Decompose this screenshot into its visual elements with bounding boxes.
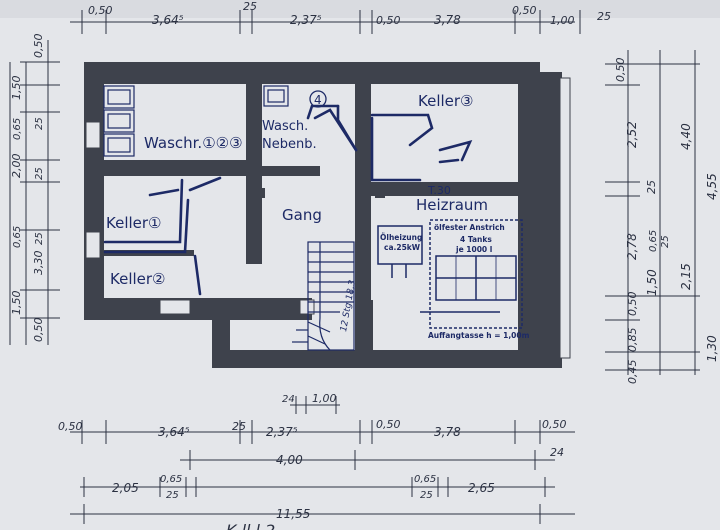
label-keller-3: Keller③ [418, 92, 474, 110]
dim-top-7: 1,00 [550, 14, 575, 27]
dim-top-8: 25 [597, 10, 611, 23]
dim-top-5: 3,78 [434, 13, 461, 27]
label-oelheizung-1: Ölheizung [380, 233, 422, 242]
staircase [292, 241, 355, 351]
wash-tubs [103, 85, 289, 157]
label-gang: Gang [282, 206, 322, 224]
label-oelheizung-2: ca.25kW [384, 243, 421, 252]
dim-bottom4-2: 25 [166, 490, 179, 501]
dim-right-10: 0,50 [626, 292, 639, 317]
dim-top-0: 0,50 [88, 4, 113, 17]
dim-top-4: 0,50 [376, 14, 401, 27]
dim-bottom4-4: 25 [420, 490, 433, 501]
dim-bottom5-0: 11,55 [276, 507, 310, 521]
label-tanks-1: 4 Tanks [460, 235, 492, 244]
dim-bottom4-5: 2,65 [468, 481, 495, 495]
dim-bottom1-0: 24 [282, 394, 295, 405]
footer-partial-title: K ll l 2 [226, 521, 275, 530]
dim-top-1: 3,64⁵ [152, 13, 184, 27]
dim-bottom2-0: 0,50 [58, 420, 83, 433]
label-wasch-neben-1: Wasch. [262, 119, 308, 134]
dim-left-1: 1,50 [10, 76, 23, 101]
dim-right-7: 25 [660, 235, 671, 248]
dim-top-2: 25 [243, 0, 257, 13]
dim-right-1: 2,52 [625, 121, 639, 148]
dim-bottom2-5: 3,78 [434, 425, 461, 439]
label-wasch-neben-2: Nebenb. [262, 137, 317, 152]
label-keller-1: Keller① [106, 214, 162, 232]
dim-left-4: 2,00 [10, 154, 23, 179]
bottom-dimension-chains [70, 396, 575, 524]
label-waschraum: Waschr.①②③ [144, 134, 243, 152]
dim-top-6: 0,50 [512, 4, 537, 17]
dim-right-3: 4,40 [679, 123, 693, 150]
dim-bottom3-1: 24 [550, 446, 564, 459]
left-dimension-chain [9, 40, 60, 345]
dim-bottom1-1: 1,00 [312, 392, 337, 405]
dim-right-11: 0,85 [626, 328, 639, 353]
dim-left-3: 25 [34, 117, 45, 130]
sketched-partitions [103, 104, 473, 296]
dim-right-9: 2,15 [679, 263, 693, 290]
label-keller-2: Keller② [110, 270, 166, 288]
dim-top-3: 2,37⁵ [290, 13, 322, 27]
dim-bottom2-1: 3,64⁵ [158, 425, 190, 439]
dim-right-0: 0,50 [614, 58, 627, 83]
window-openings [85, 77, 571, 359]
dim-left-8: 3,30 [32, 251, 45, 276]
floor-drains [255, 188, 385, 198]
label-heizraum: Heizraum [416, 196, 488, 214]
dim-bottom2-4: 0,50 [376, 418, 401, 431]
right-dimension-chain [605, 50, 700, 375]
dim-bottom4-1: 0,65 [160, 474, 182, 485]
dim-left-7: 25 [34, 232, 45, 245]
dim-right-12: 1,30 [705, 335, 719, 362]
dim-bottom4-3: 0,65 [414, 474, 436, 485]
dim-right-13: 0,45 [626, 360, 639, 385]
top-dimension-chain [70, 10, 581, 34]
dim-right-6: 0,65 [648, 230, 659, 252]
dim-left-9: 1,50 [10, 291, 23, 316]
dim-right-4: 4,55 [705, 173, 719, 200]
dim-left-5: 25 [34, 167, 45, 180]
dim-bottom2-3: 2,37⁵ [266, 425, 298, 439]
dim-bottom3-0: 4,00 [276, 453, 303, 467]
dim-left-0: 0,50 [32, 34, 45, 59]
label-tanks-2: je 1000 l [455, 245, 492, 254]
boiler [377, 225, 423, 278]
label-auffangtasse: Auffangtasse h = 1,00m [428, 331, 530, 340]
dim-bottom4-0: 2,05 [112, 481, 139, 495]
label-marker-4: 4 [314, 93, 322, 107]
label-t30: T.30 [427, 184, 451, 197]
dim-right-2: 25 [645, 180, 658, 194]
dim-left-2: 0,65 [12, 118, 23, 140]
label-anstrich: ölfester Anstrich [434, 223, 505, 232]
oil-tank-enclosure [420, 219, 523, 329]
dim-right-5: 2,78 [625, 233, 639, 260]
dim-right-8: 1,50 [645, 269, 659, 296]
dim-left-6: 0,65 [12, 226, 23, 248]
dim-bottom2-6: 0,50 [542, 418, 567, 431]
dim-bottom2-2: 25 [232, 420, 246, 433]
dim-left-10: 0,50 [32, 318, 45, 343]
